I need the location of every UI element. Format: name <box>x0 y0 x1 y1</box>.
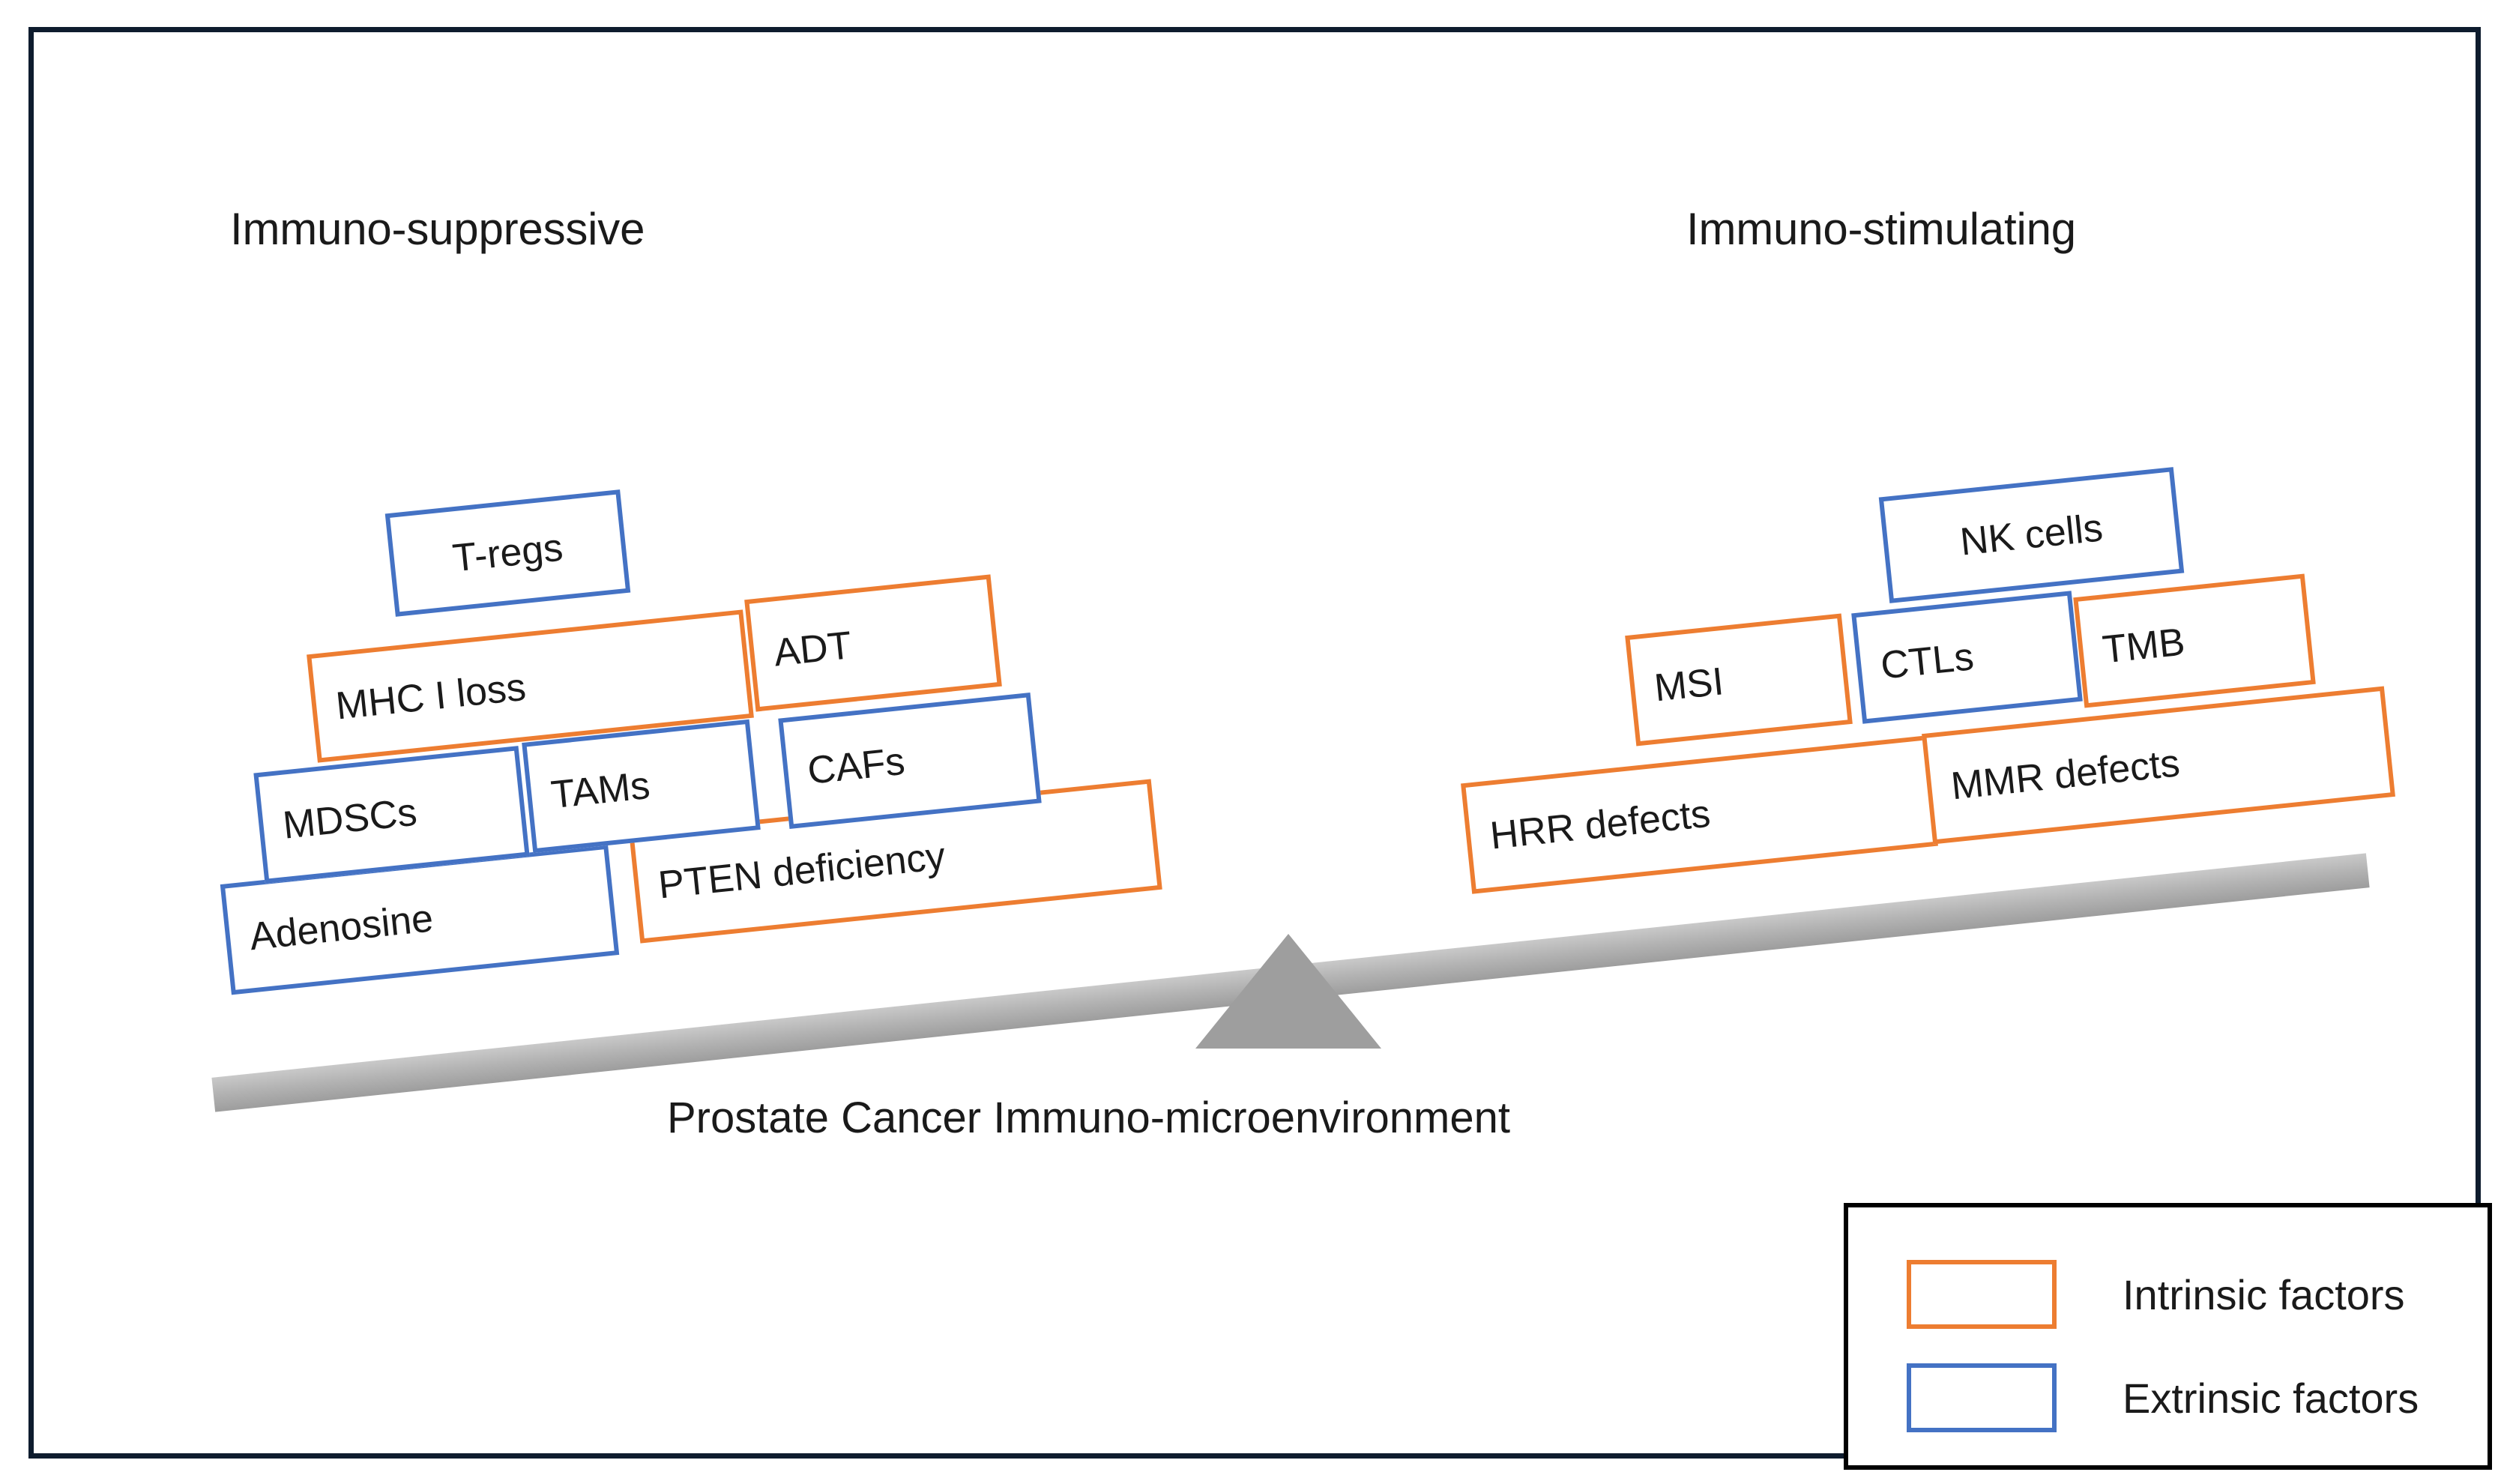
factor-box-label: NK cells <box>1958 506 2105 564</box>
factor-box-hrr-defects[interactable]: HRR defects <box>1461 735 1938 894</box>
factor-box-label: Adenosine <box>247 896 435 959</box>
factor-box-label: TMB <box>2100 620 2187 672</box>
factor-box-label: MHC I loss <box>334 665 528 729</box>
factor-box-label: T-regs <box>450 525 565 581</box>
right-side-heading: Immuno-stimulating <box>1686 204 2076 254</box>
factor-box-label: HRR defects <box>1488 791 1713 858</box>
factor-box-label: TAMs <box>549 763 652 818</box>
factor-box-label: CTLs <box>1878 635 1976 688</box>
factor-box-msi[interactable]: MSI <box>1625 613 1853 746</box>
legend-label-extrinsic: Extrinsic factors <box>2123 1374 2419 1422</box>
factor-box-tams[interactable]: TAMs <box>522 719 761 854</box>
legend-panel: Intrinsic factors Extrinsic factors <box>1844 1203 2492 1470</box>
factor-box-label: MMR defects <box>1949 741 2182 809</box>
factor-box-label: ADT <box>771 624 854 675</box>
balance-fulcrum-triangle <box>1195 934 1381 1049</box>
factor-box-label: PTEN deficiency <box>656 834 948 908</box>
legend-swatch-extrinsic-icon <box>1907 1363 2057 1432</box>
figure-caption: Prostate Cancer Immuno-microenvironment <box>667 1094 1510 1142</box>
left-side-heading: Immuno-suppressive <box>230 204 645 254</box>
factor-box-nk-cells[interactable]: NK cells <box>1878 467 2185 603</box>
legend-item-intrinsic: Intrinsic factors <box>1907 1260 2405 1329</box>
legend-label-intrinsic: Intrinsic factors <box>2123 1270 2405 1318</box>
figure-frame: Immuno-suppressive Immuno-stimulating T-… <box>28 27 2492 1470</box>
legend-item-extrinsic: Extrinsic factors <box>1907 1363 2419 1432</box>
factor-box-adt[interactable]: ADT <box>744 574 1002 712</box>
factor-box-label: MDSCs <box>280 790 419 848</box>
factor-box-label: CAFs <box>805 739 908 793</box>
factor-box-ctls[interactable]: CTLs <box>1851 591 2083 724</box>
factor-box-label: MSI <box>1652 660 1726 711</box>
legend-swatch-intrinsic-icon <box>1907 1260 2057 1329</box>
factor-box-tmb[interactable]: TMB <box>2073 573 2316 708</box>
factor-box-t-regs[interactable]: T-regs <box>384 489 631 617</box>
